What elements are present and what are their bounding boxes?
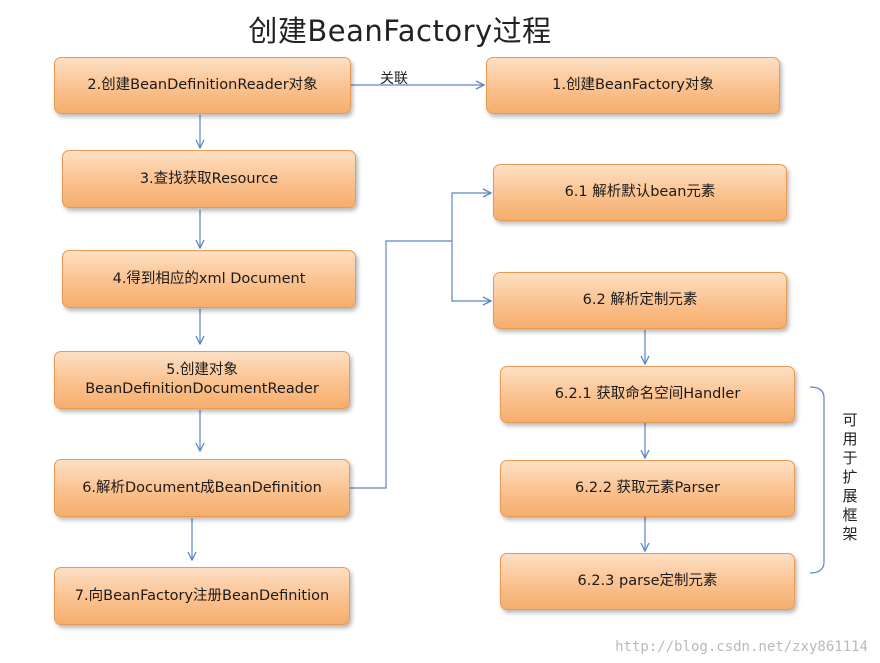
box-step6-2-2: 6.2.2 获取元素Parser (500, 460, 795, 517)
box-step5: 5.创建对象 BeanDefinitionDocumentReader (54, 351, 350, 409)
box-step5-label-line2: BeanDefinitionDocumentReader (85, 381, 319, 397)
branch-to-6-2 (451, 241, 491, 301)
box-step3: 3.查找获取Resource (62, 150, 356, 208)
box-step2: 2.创建BeanDefinitionReader对象 (54, 57, 351, 114)
box-step6-2: 6.2 解析定制元素 (493, 272, 787, 329)
box-step7: 7.向BeanFactory注册BeanDefinition (54, 567, 350, 625)
box-step5-label-line1: 5.创建对象 (166, 362, 238, 379)
box-step6-2-3: 6.2.3 parse定制元素 (500, 553, 795, 610)
box-step6-1: 6.1 解析默认bean元素 (493, 164, 787, 221)
box-step1-label: 1.创建BeanFactory对象 (552, 77, 714, 94)
box-step6-2-label: 6.2 解析定制元素 (582, 292, 698, 309)
box-step6: 6.解析Document成BeanDefinition (54, 459, 350, 517)
box-step7-label: 7.向BeanFactory注册BeanDefinition (74, 587, 330, 604)
box-step4-label: 4.得到相应的xml Document (112, 270, 306, 287)
relation-label: 关联 (380, 71, 408, 87)
watermark: http://blog.csdn.net/zxy861114 (615, 639, 868, 655)
box-step2-label: 2.创建BeanDefinitionReader对象 (87, 77, 318, 94)
box-step6-2-1: 6.2.1 获取命名空间Handler (500, 366, 795, 423)
branch-connector (350, 240, 452, 489)
side-bracket (809, 386, 825, 574)
box-step6-1-label: 6.1 解析默认bean元素 (564, 184, 716, 201)
branch-to-6-1 (451, 193, 491, 241)
diagram-title: 创建BeanFactory过程 (248, 14, 552, 48)
box-step3-label: 3.查找获取Resource (139, 170, 279, 187)
box-step6-label: 6.解析Document成BeanDefinition (82, 479, 322, 496)
box-step6-2-1-label: 6.2.1 获取命名空间Handler (554, 386, 741, 403)
side-note: 可用于扩展框架 (842, 411, 858, 543)
box-step1: 1.创建BeanFactory对象 (486, 57, 780, 114)
box-step6-2-2-label: 6.2.2 获取元素Parser (575, 480, 720, 497)
box-step6-2-3-label: 6.2.3 parse定制元素 (577, 573, 718, 590)
box-step4: 4.得到相应的xml Document (62, 250, 356, 308)
